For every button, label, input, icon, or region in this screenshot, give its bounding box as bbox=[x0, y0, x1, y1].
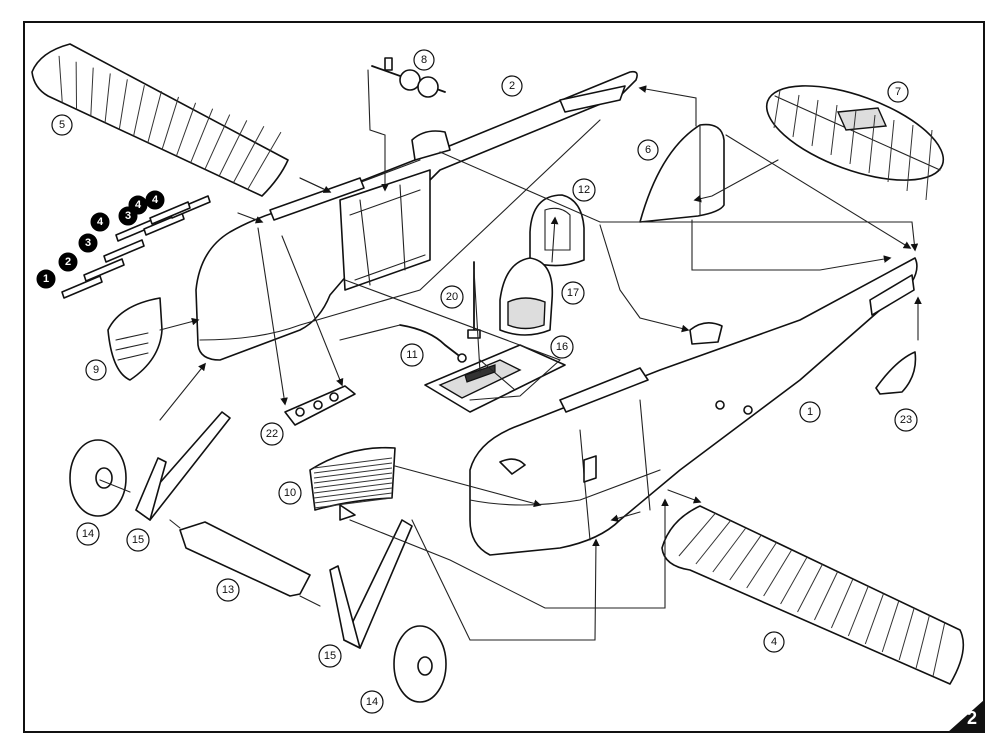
svg-text:14: 14 bbox=[366, 696, 378, 708]
tailskid bbox=[875, 351, 917, 395]
svg-text:2: 2 bbox=[65, 256, 71, 268]
callout-16: 16 bbox=[550, 335, 574, 359]
fuselage-right-half bbox=[469, 257, 918, 556]
wheel-right bbox=[393, 625, 447, 703]
fuselage-left-half bbox=[195, 70, 638, 361]
callout-17: 17 bbox=[561, 281, 585, 305]
callout-10: 10 bbox=[278, 481, 302, 505]
stabilizer bbox=[765, 85, 945, 201]
callout-11: 11 bbox=[400, 343, 424, 367]
svg-text:4: 4 bbox=[771, 636, 777, 648]
engine-part bbox=[371, 57, 446, 98]
callout-1: 1 bbox=[799, 401, 821, 423]
svg-text:23: 23 bbox=[900, 414, 912, 426]
seat-back bbox=[529, 194, 585, 267]
callout-5: 5 bbox=[51, 114, 73, 136]
callout-22: 22 bbox=[260, 422, 284, 446]
small-strut-group bbox=[61, 195, 211, 299]
callout-14-right: 14 bbox=[360, 690, 384, 714]
part-number-badge: 3 bbox=[78, 233, 98, 253]
callout-23: 23 bbox=[894, 408, 918, 432]
axle-fairing bbox=[169, 519, 321, 607]
part-number-badge: 4 bbox=[128, 195, 148, 215]
strut-right bbox=[329, 519, 413, 649]
small-strut bbox=[83, 258, 125, 282]
page-number: 2 bbox=[948, 700, 984, 732]
small-strut bbox=[61, 275, 103, 299]
part-number-badge: 4 bbox=[90, 212, 110, 232]
cowl-front bbox=[107, 297, 163, 381]
plate bbox=[284, 385, 356, 426]
svg-text:15: 15 bbox=[132, 534, 144, 546]
upper-wing-left bbox=[31, 43, 289, 197]
svg-text:6: 6 bbox=[645, 144, 651, 156]
assembly-lines bbox=[99, 69, 922, 641]
lower-wing-right bbox=[661, 505, 965, 685]
svg-text:4: 4 bbox=[135, 199, 142, 211]
callout-8: 8 bbox=[413, 49, 435, 71]
callout-13: 13 bbox=[216, 578, 240, 602]
part-number-badge: 4 bbox=[145, 190, 165, 210]
svg-text:17: 17 bbox=[567, 287, 579, 299]
svg-text:10: 10 bbox=[284, 487, 296, 499]
callout-7: 7 bbox=[887, 81, 909, 103]
callout-9: 9 bbox=[85, 359, 107, 381]
svg-text:7: 7 bbox=[895, 86, 901, 98]
svg-text:12: 12 bbox=[578, 184, 590, 196]
floor bbox=[424, 344, 566, 413]
svg-text:4: 4 bbox=[152, 194, 159, 206]
callout-14-left: 14 bbox=[76, 522, 100, 546]
control-stick bbox=[399, 324, 467, 363]
part-number-badge: 1 bbox=[36, 269, 56, 289]
svg-text:22: 22 bbox=[266, 428, 278, 440]
svg-text:13: 13 bbox=[222, 584, 234, 596]
svg-text:1: 1 bbox=[807, 406, 813, 418]
svg-text:8: 8 bbox=[421, 54, 427, 66]
svg-text:2: 2 bbox=[967, 708, 977, 728]
part-number-badge: 2 bbox=[58, 252, 78, 272]
svg-text:15: 15 bbox=[324, 650, 336, 662]
svg-text:4: 4 bbox=[97, 216, 104, 228]
callout-4: 4 bbox=[763, 631, 785, 653]
svg-text:16: 16 bbox=[556, 341, 568, 353]
callout-12: 12 bbox=[572, 178, 596, 202]
svg-text:1: 1 bbox=[43, 273, 49, 285]
small-strut bbox=[103, 239, 145, 263]
svg-text:14: 14 bbox=[82, 528, 94, 540]
svg-text:3: 3 bbox=[125, 210, 131, 222]
callout-2: 2 bbox=[501, 75, 523, 97]
small-strut bbox=[149, 201, 191, 225]
svg-text:20: 20 bbox=[446, 291, 458, 303]
callout-20: 20 bbox=[440, 285, 464, 309]
callout-15-left: 15 bbox=[126, 528, 150, 552]
strut-left bbox=[135, 411, 231, 521]
wheel-left bbox=[69, 439, 127, 517]
svg-text:9: 9 bbox=[93, 364, 99, 376]
callout-15-right: 15 bbox=[318, 644, 342, 668]
radiator bbox=[309, 446, 396, 521]
svg-text:2: 2 bbox=[509, 80, 515, 92]
seat bbox=[499, 257, 554, 336]
svg-text:11: 11 bbox=[406, 349, 417, 361]
svg-text:5: 5 bbox=[59, 119, 65, 131]
svg-text:3: 3 bbox=[85, 237, 91, 249]
callout-6: 6 bbox=[637, 139, 659, 161]
small-strut bbox=[143, 212, 185, 236]
